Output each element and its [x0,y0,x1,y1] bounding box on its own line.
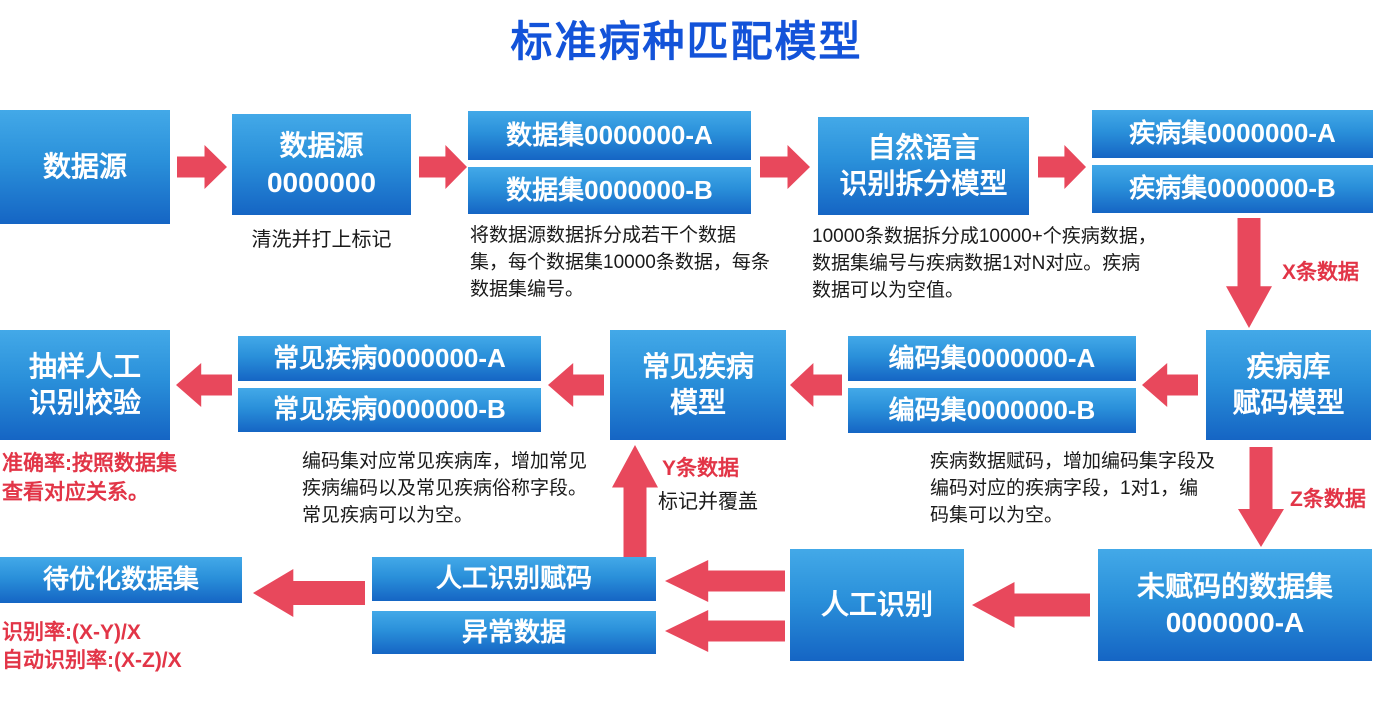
flow-arrow-left-icon [665,610,785,652]
node-data-source-numbered: 数据源 0000000 [232,114,411,215]
node-disease-set-b: 疾病集0000000-B [1092,165,1373,213]
flow-arrow-left-icon [972,582,1090,628]
node-manual-coding: 人工识别赋码 [372,557,656,601]
caption-common-disease: 编码集对应常见疾病库，增加常见疾病编码以及常见疾病俗称字段。常见疾病可以为空。 [302,451,588,526]
page-title: 标准病种匹配模型 [510,18,863,65]
flow-arrow-right-icon [1038,145,1086,189]
caption-dataset-split: 将数据源数据拆分成若干个数据集，每个数据集10000条数据，每条数据集编号。 [470,225,770,300]
node-code-set-b: 编码集0000000-B [848,388,1136,433]
node-common-disease-model: 常见疾病 模型 [610,330,786,440]
flow-arrow-right-icon [419,145,467,189]
edge-label-z-data: Z条数据 [1290,488,1366,511]
edge-label-y-data: Y条数据 [662,457,740,480]
node-dataset-a: 数据集0000000-A [468,111,751,160]
note-accuracy: 准确率:按照数据集 查看对应关系。 [2,452,177,505]
caption-nlp-split: 10000条数据拆分成10000+个疾病数据，数据集编号与疾病数据1对N对应。疾… [812,226,1157,301]
flow-arrow-down-icon [1226,218,1272,328]
flow-arrow-up-icon [612,445,658,557]
flow-arrow-left-icon [548,363,604,407]
flow-arrow-left-icon [1142,363,1198,407]
edge-label-x-data: X条数据 [1282,261,1360,284]
node-nlp-model: 自然语言 识别拆分模型 [818,117,1029,215]
node-data-source: 数据源 [0,110,170,224]
node-dataset-b: 数据集0000000-B [468,167,751,214]
node-unassigned-dataset: 未赋码的数据集 0000000-A [1098,549,1372,661]
flow-arrow-left-icon [790,363,842,407]
node-common-disease-b: 常见疾病0000000-B [238,388,541,432]
flow-arrow-left-icon [253,569,365,617]
flow-arrow-right-icon [177,145,227,189]
note-recognition-rate: 识别率:(X-Y)/X [2,621,141,644]
flow-arrow-down-icon [1238,447,1284,547]
node-to-optimize-dataset: 待优化数据集 [0,557,242,603]
node-abnormal-data: 异常数据 [372,611,656,654]
flow-arrow-right-icon [760,145,810,189]
caption-clean-mark: 清洗并打上标记 [251,229,392,251]
node-manual-check: 抽样人工 识别校验 [0,330,170,440]
node-disease-set-a: 疾病集0000000-A [1092,110,1373,158]
caption-coding: 疾病数据赋码，增加编码集字段及编码对应的疾病字段，1对1，编码集可以为空。 [930,451,1216,526]
node-manual-recognition: 人工识别 [790,549,964,661]
note-auto-recognition-rate: 自动识别率:(X-Z)/X [2,649,182,672]
node-coding-model: 疾病库 赋码模型 [1206,330,1371,440]
flow-arrow-left-icon [665,560,785,602]
edge-label-mark-overwrite: 标记并覆盖 [658,491,758,513]
node-common-disease-a: 常见疾病0000000-A [238,336,541,381]
node-code-set-a: 编码集0000000-A [848,336,1136,381]
flow-arrow-left-icon [176,363,232,407]
